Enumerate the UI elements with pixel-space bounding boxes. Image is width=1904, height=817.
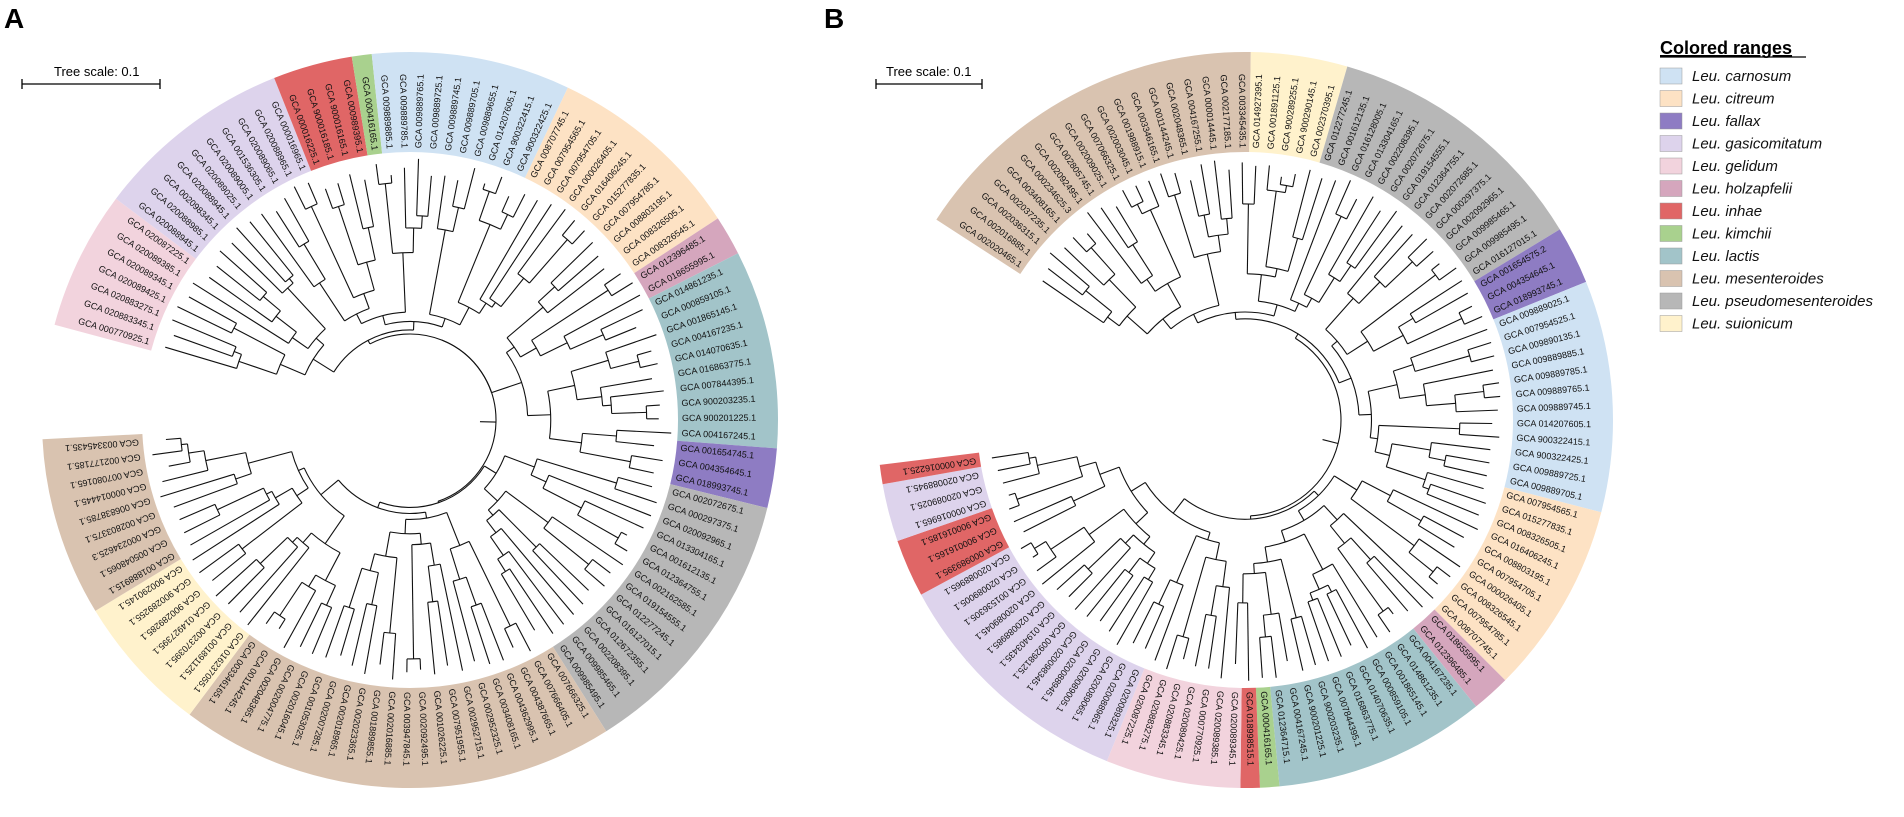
panel-b-letter: B xyxy=(824,3,844,34)
tree-a-clade-strip xyxy=(42,434,181,611)
legend-label: Leu. kimchii xyxy=(1692,226,1772,243)
panel-b-scale-bar: Tree scale: 0.1 xyxy=(875,64,983,89)
tree-a-leaf-label: GCA 009889785.1 xyxy=(398,74,410,148)
legend-swatch xyxy=(1659,157,1683,175)
tree-a-leaf-label: GCA 004167245.1 xyxy=(681,428,755,442)
tree-b-leaf-label: GCA 002177185.1 xyxy=(1219,74,1234,149)
legend-label: Leu. holzapfelii xyxy=(1692,181,1793,198)
tree-b-clade-strip xyxy=(897,508,1010,595)
tree-b-clade-strip xyxy=(936,52,1251,275)
tree-b-leaf-label: GCA 009889745.1 xyxy=(1517,401,1591,414)
tree-b-clade-strip xyxy=(1434,487,1602,681)
tree-a-clade-strip xyxy=(371,52,568,178)
legend-swatch xyxy=(1659,225,1683,242)
legend-swatch xyxy=(1659,90,1683,107)
tree-b-leaf-label: GCA 000416165.1 xyxy=(1259,691,1274,766)
legend-label: Leu. gelidum xyxy=(1692,158,1778,175)
panel-a-scale-bar: Tree scale: 0.1 xyxy=(21,64,161,89)
tree-a-clade-strip xyxy=(552,484,768,732)
legend-label: Leu. suionicum xyxy=(1692,316,1793,333)
legend-title: Colored ranges xyxy=(1660,38,1792,58)
panel-a-letter: A xyxy=(4,3,24,34)
tree-b-clade-strip xyxy=(1240,687,1260,788)
tree-a-clade-strip xyxy=(351,54,383,156)
legend-label: Leu. inhae xyxy=(1692,203,1762,220)
legend-swatch xyxy=(1659,135,1683,152)
tree-b-clade-strip xyxy=(1474,229,1587,320)
tree-b-clade-strip xyxy=(879,452,982,485)
legend-label: Leu. pseudomesenteroides xyxy=(1692,293,1873,310)
tree-b-clade-strip xyxy=(1493,281,1614,513)
tree-a-clade-strip xyxy=(648,253,778,449)
legend-label: Leu. gasicomitatum xyxy=(1692,136,1822,153)
tree-b-leaf-label: GCA 014207605.1 xyxy=(1517,418,1591,429)
tree-a-leaf-label: GCA 900203235.1 xyxy=(681,394,756,408)
tree-a-clade-strip xyxy=(634,218,739,299)
tree-b-leaf-label: GCA 003345435.1 xyxy=(1237,74,1248,148)
tree-a-clade-strip xyxy=(189,634,607,789)
legend-swatch xyxy=(1659,112,1683,130)
legend-swatch xyxy=(1659,247,1683,265)
legend-swatch xyxy=(1659,292,1683,310)
legend-label: Leu. mesenteroides xyxy=(1692,271,1824,288)
panel-a-scale-label: Tree scale: 0.1 xyxy=(54,64,140,79)
tree-b-leaf-label: GCA 018998515.1 xyxy=(1244,692,1255,766)
tree-a-clade-strip xyxy=(524,87,718,274)
tree-b-leaf-label: GCA 014927395.1 xyxy=(1251,74,1264,148)
legend-swatch xyxy=(1659,315,1683,332)
legend-label: Leu. carnosum xyxy=(1692,68,1791,85)
tree-b-clade-strip xyxy=(1106,668,1242,788)
tree-a-clade-strip xyxy=(670,440,777,509)
legend-swatch xyxy=(1659,67,1683,85)
tree-a-branches xyxy=(152,158,672,680)
legend-label: Leu. fallax xyxy=(1692,113,1761,130)
tree-b-clade-strip xyxy=(1319,66,1560,282)
tree-a-leaf-label: GCA 002016885.1 xyxy=(382,691,397,766)
legend-swatch xyxy=(1659,270,1683,287)
tree-a-clade-strip xyxy=(115,77,312,259)
tree-b-branches xyxy=(991,160,1501,681)
tree-b-leaf-label: GCA 020089345.1 xyxy=(1227,692,1240,766)
tree-b-clade-strip xyxy=(1249,52,1348,163)
tree-b-clade-strip xyxy=(882,466,992,541)
legend-label: Leu. lactis xyxy=(1692,248,1760,265)
tree-a-leaf-label: GCA 002092495.1 xyxy=(417,692,430,766)
tree-b-clade-strip xyxy=(1270,628,1477,787)
tree-a-clade-strip xyxy=(274,56,368,171)
tree-a-leaf-label: GCA 003947845.1 xyxy=(401,692,412,766)
tree-a-clade-strip xyxy=(54,198,196,351)
tree-b-clade-strip xyxy=(921,547,1145,762)
legend-label: Leu. citreum xyxy=(1692,91,1775,108)
legend-swatch xyxy=(1659,202,1683,220)
legend-swatch xyxy=(1659,180,1683,197)
tree-a-leaf-label: GCA 900201225.1 xyxy=(682,413,756,423)
tree-b-clade-strip xyxy=(1255,686,1280,788)
panel-b-scale-label: Tree scale: 0.1 xyxy=(886,64,972,79)
tree-a-clade-strip xyxy=(95,558,250,715)
tree-b-leaf-label: GCA 900322415.1 xyxy=(1516,433,1591,448)
tree-b-clade-strip xyxy=(1413,609,1506,707)
tree-a-leaf-label: GCA 009889765.1 xyxy=(413,74,425,148)
